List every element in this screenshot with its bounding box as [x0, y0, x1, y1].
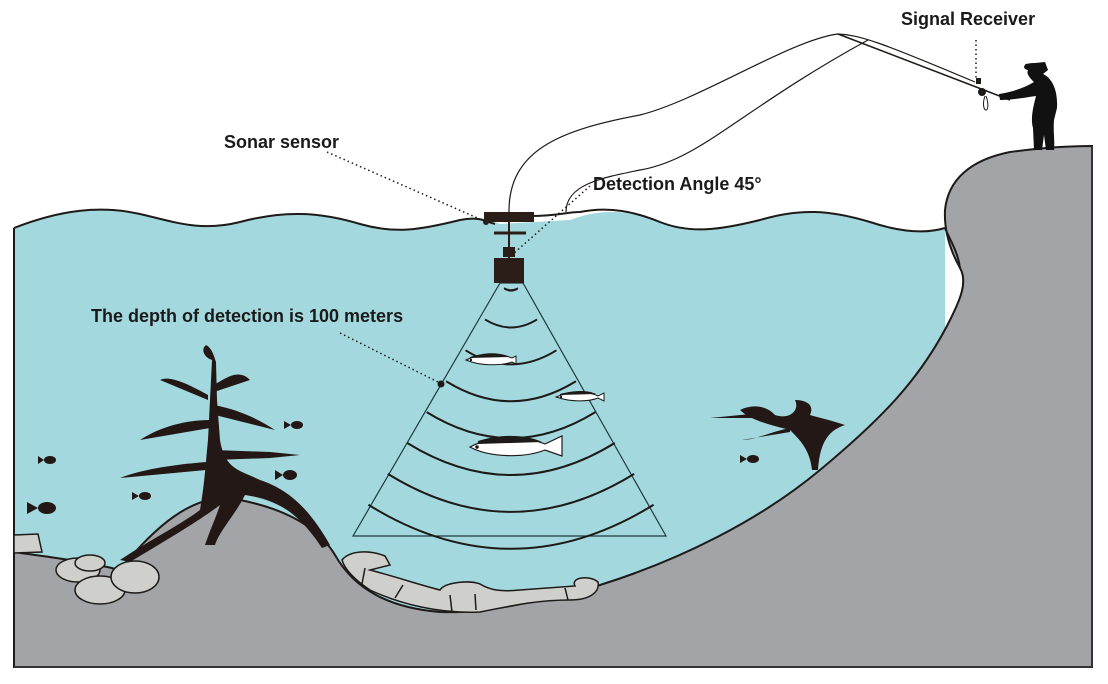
sonar-sensor: [483, 212, 534, 291]
small-fish: [284, 421, 303, 429]
angler: [999, 62, 1058, 150]
sonar-sensor-label: Sonar sensor: [224, 132, 340, 152]
water-surface: [13, 208, 946, 233]
sonar-wave-arc: [387, 473, 635, 513]
signal-receiver-device: [976, 78, 989, 111]
sonar-wave-arc: [406, 442, 616, 477]
small-fish: [27, 502, 56, 514]
signal-receiver-label: Signal Receiver: [901, 9, 1036, 29]
depth-marker-dot: [437, 380, 445, 388]
rocks-center: [341, 551, 599, 614]
sonar-wave-arc: [445, 380, 577, 403]
detected-fish-2: [554, 391, 605, 402]
sunken-tree-left: [120, 345, 330, 562]
detected-fish-1: [464, 353, 517, 366]
small-fish: [740, 455, 759, 463]
rocks-left: [13, 533, 160, 605]
small-fish-group: [27, 421, 759, 514]
small-fish: [38, 456, 56, 464]
detection-depth-label: The depth of detection is 100 meters: [91, 306, 404, 326]
sunken-tree-right: [710, 400, 845, 470]
sensor-cable: [508, 33, 976, 214]
detection-angle-leader: [512, 185, 591, 255]
small-fish: [275, 470, 297, 480]
sonar-wave-arc: [367, 503, 655, 550]
leader-lines: [326, 40, 977, 384]
detection-depth-leader: [339, 332, 441, 384]
right-cliff: [944, 227, 961, 269]
sonar-sensor-leader: [326, 151, 483, 221]
small-fish: [132, 492, 151, 500]
detected-fish-3: [468, 435, 563, 457]
sonar-wave-arc: [484, 318, 538, 329]
detection-angle-label: Detection Angle 45°: [593, 174, 762, 194]
fishing-line: [565, 39, 869, 213]
